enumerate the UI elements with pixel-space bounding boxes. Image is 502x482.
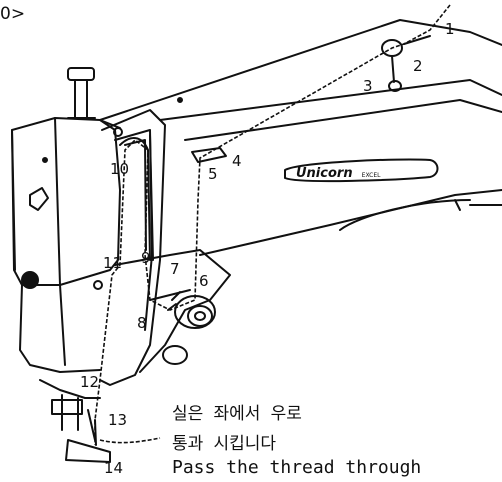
callout-6: 6 bbox=[199, 272, 209, 290]
thread-guide-4-5 bbox=[191, 147, 227, 163]
brand-logo: Unicorn EXCEL bbox=[296, 162, 436, 181]
brand-logo-text: Unicorn bbox=[296, 166, 353, 181]
brand-model-text: EXCEL bbox=[361, 172, 381, 179]
callout-12: 12 bbox=[80, 373, 100, 391]
thread-path bbox=[94, 4, 451, 445]
figure-marker: 0> bbox=[0, 4, 26, 24]
arm-top-edge bbox=[99, 19, 502, 121]
presser-lever bbox=[162, 345, 188, 365]
callout-7: 7 bbox=[170, 260, 180, 278]
callout-13: 13 bbox=[108, 411, 128, 429]
arm-front-edge bbox=[159, 79, 502, 121]
spool-pin-cap bbox=[67, 67, 95, 81]
callout-8: 8 bbox=[137, 314, 147, 332]
callout-11: 11 bbox=[103, 254, 123, 272]
head-port bbox=[21, 271, 39, 289]
callout-1: 1 bbox=[445, 20, 455, 38]
face-plate bbox=[99, 109, 166, 386]
callout-14: 14 bbox=[104, 459, 124, 477]
head-body bbox=[11, 117, 121, 286]
callout-4: 4 bbox=[232, 152, 242, 170]
callout-9: 9 bbox=[141, 249, 151, 267]
needle-clamp bbox=[51, 399, 83, 415]
caption-line-english: Pass the thread through bbox=[172, 457, 422, 478]
front-housing bbox=[114, 249, 231, 373]
callout-3: 3 bbox=[363, 77, 373, 95]
caption-line-korean-2: 통과 시킵니다 bbox=[172, 434, 277, 454]
presser-foot bbox=[65, 439, 111, 463]
callout-10: 10 bbox=[110, 160, 130, 178]
callout-2: 2 bbox=[413, 57, 423, 75]
logo-plaque bbox=[284, 158, 439, 183]
caption-line-korean-1: 실은 좌에서 우로 bbox=[172, 404, 302, 424]
callout-5: 5 bbox=[208, 165, 218, 183]
